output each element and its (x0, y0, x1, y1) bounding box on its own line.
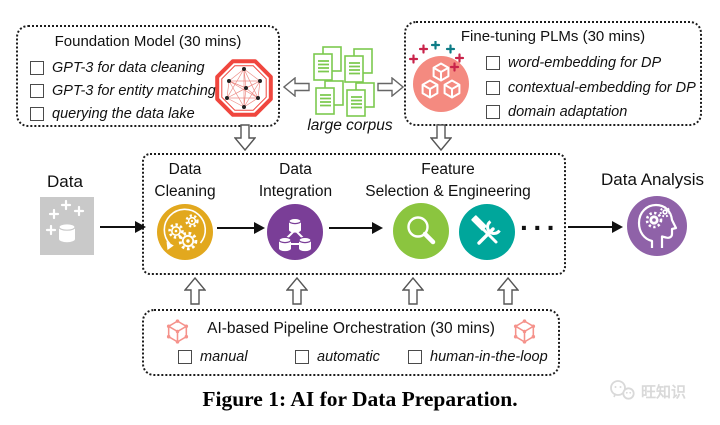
checkbox-label: human-in-the-loop (430, 349, 548, 365)
stage-label-line: Feature (421, 161, 475, 178)
database-sparkles-icon (40, 197, 94, 255)
checkbox-item: querying the data lake (30, 106, 195, 122)
plus-sparkles-icon (408, 41, 465, 72)
fine-tuning-box: Fine-tuning PLMs (30 mins) wo (404, 21, 702, 126)
checkbox-item: word-embedding for DP (486, 55, 661, 71)
checkbox-item: contextual-embedding for DP (486, 80, 696, 96)
stage-label-data-integration: Data Integration (243, 159, 348, 202)
checkbox-label: manual (200, 349, 248, 365)
checkbox-icon (295, 350, 309, 364)
checkbox-icon (486, 105, 500, 119)
checkbox-icon (30, 107, 44, 121)
arrow-left-icon (283, 77, 310, 97)
network-octagon-icon (215, 59, 273, 117)
arrow-right-icon (377, 77, 404, 97)
foundation-model-title: Foundation Model (30 mins) (54, 33, 242, 50)
figure-caption: Figure 1: AI for Data Preparation. (202, 387, 518, 411)
arrow-up-icon (497, 277, 519, 305)
flow-arrow (100, 220, 146, 234)
stage-label-line: Data (168, 161, 202, 178)
checkbox-label: automatic (317, 349, 380, 365)
gears-circle-icon (157, 204, 213, 260)
checkbox-item: GPT-3 for entity matching (30, 83, 216, 99)
tools-circle-icon (459, 204, 515, 260)
stage-label-line: Data (279, 161, 312, 178)
stage-label-line: Selection & Engineering (365, 182, 531, 200)
corpus-label: large corpus (307, 117, 393, 134)
checkbox-icon (486, 56, 500, 70)
checkbox-label: GPT-3 for data cleaning (52, 60, 205, 76)
stage-label-line: Integration (258, 182, 333, 200)
arrow-up-icon (286, 277, 308, 305)
data-input-label: Data (47, 172, 83, 191)
checkbox-icon (30, 84, 44, 98)
checkbox-icon (30, 61, 44, 75)
flow-arrow (329, 221, 383, 235)
checkbox-label: GPT-3 for entity matching (52, 83, 216, 99)
arrow-up-icon (402, 277, 424, 305)
documents-icon (315, 80, 344, 115)
checkbox-item: manual (178, 349, 248, 365)
database-circle-icon (267, 204, 323, 260)
wireframe-cube-icon (513, 319, 536, 344)
checkbox-item: GPT-3 for data cleaning (30, 60, 205, 76)
stage-label-data-cleaning: Data Cleaning (135, 159, 235, 202)
orchestration-box: AI-based Pipeline Orchestration (30 mins… (142, 309, 560, 376)
orchestration-title: AI-based Pipeline Orchestration (30 mins… (207, 320, 495, 337)
checkbox-icon (408, 350, 422, 364)
checkbox-item: domain adaptation (486, 104, 627, 120)
stage-label-line: Cleaning (154, 182, 216, 200)
magnifier-circle-icon (393, 203, 449, 259)
checkbox-icon (486, 81, 500, 95)
checkbox-item: human-in-the-loop (408, 349, 548, 365)
wireframe-cube-icon (166, 319, 189, 344)
documents-icon (313, 46, 342, 81)
stage-label-feature: Feature Selection & Engineering (352, 159, 544, 202)
flow-arrow (217, 221, 265, 235)
watermark: 旺知识 (608, 379, 686, 403)
checkbox-item: automatic (295, 349, 380, 365)
head-gears-icon (627, 196, 687, 256)
flow-arrow (568, 220, 623, 234)
fine-tuning-title: Fine-tuning PLMs (30 mins) (460, 28, 646, 45)
foundation-model-box: Foundation Model (30 mins) GPT-3 for dat… (16, 25, 280, 127)
checkbox-label: word-embedding for DP (508, 55, 662, 71)
cubes-circle-icon (413, 56, 469, 112)
arrow-down-icon (234, 124, 256, 152)
ellipsis: ··· (520, 212, 560, 243)
arrow-up-icon (184, 277, 206, 305)
checkbox-label: contextual-embedding for DP (508, 80, 696, 96)
wechat-icon (610, 380, 635, 400)
arrow-down-icon (430, 124, 452, 152)
watermark-text: 旺知识 (641, 383, 687, 401)
documents-icon (346, 82, 375, 117)
data-analysis-label: Data Analysis (601, 170, 704, 189)
checkbox-label: querying the data lake (52, 106, 195, 122)
documents-icon (344, 48, 373, 83)
checkbox-icon (178, 350, 192, 364)
checkbox-label: domain adaptation (508, 104, 628, 120)
